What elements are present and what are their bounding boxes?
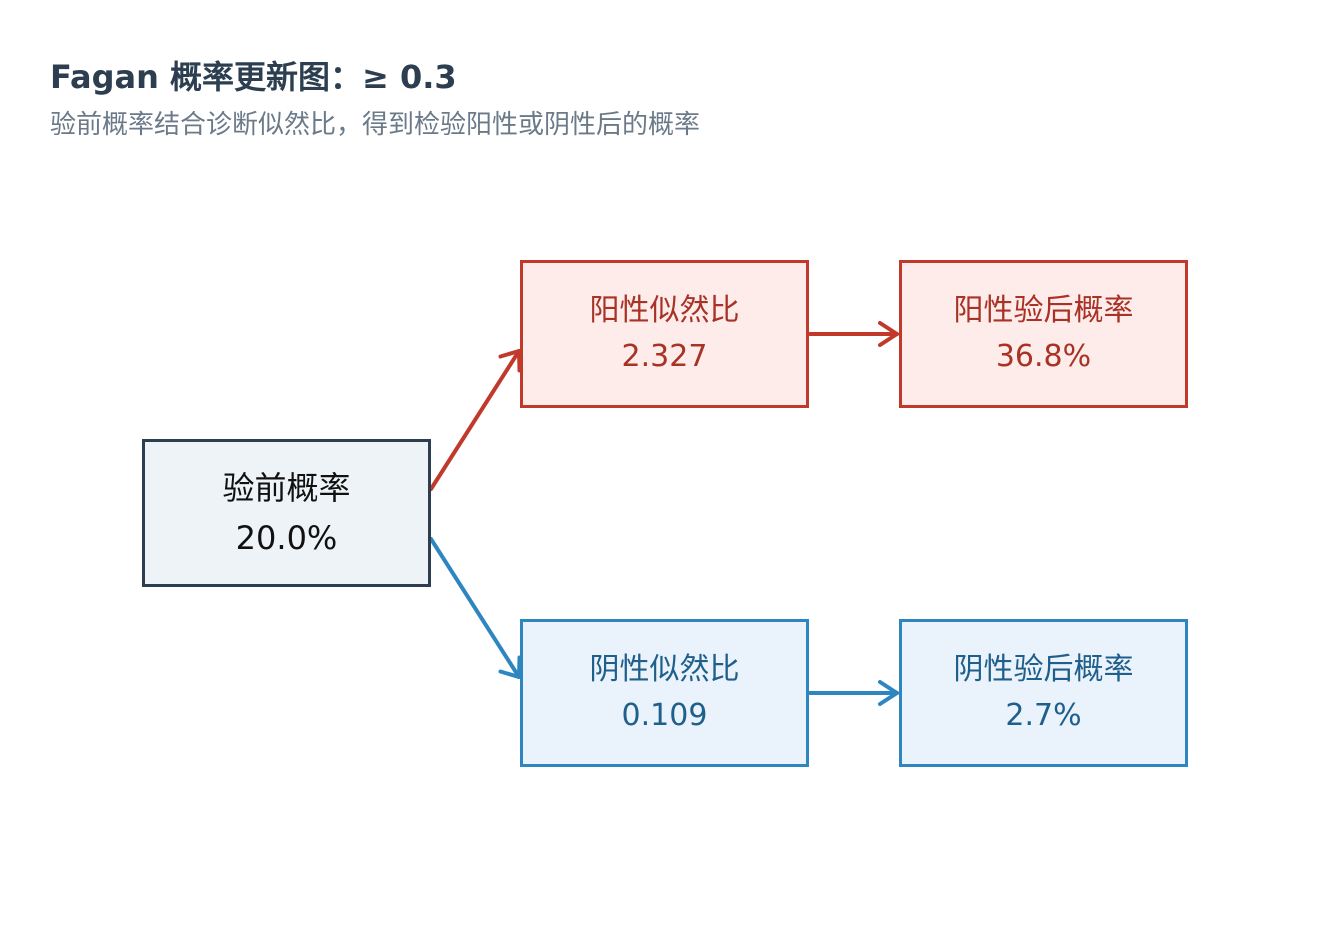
positive-posttest-probability-label: 阳性验后概率 — [953, 293, 1134, 328]
negative-posttest-probability-node: 阴性验后概率 2.7% — [899, 619, 1188, 767]
prior-probability-value: 20.0% — [235, 519, 338, 557]
positive-posttest-probability-value: 36.8% — [995, 339, 1092, 374]
negative-posttest-probability-value: 2.7% — [1005, 698, 1082, 733]
negative-likelihood-ratio-node: 阴性似然比 0.109 — [520, 619, 809, 767]
prior-probability-label: 验前概率 — [222, 469, 351, 507]
positive-likelihood-ratio-value: 2.327 — [621, 339, 708, 374]
negative-posttest-probability-label: 阴性验后概率 — [953, 652, 1134, 687]
arrow-prior-to-positive-lr — [429, 349, 522, 491]
positive-posttest-probability-node: 阳性验后概率 36.8% — [899, 260, 1188, 408]
prior-probability-node: 验前概率 20.0% — [142, 439, 431, 587]
positive-likelihood-ratio-label: 阳性似然比 — [589, 293, 740, 328]
negative-likelihood-ratio-label: 阴性似然比 — [589, 652, 740, 687]
negative-likelihood-ratio-value: 0.109 — [621, 698, 708, 733]
page-subtitle: 验前概率结合诊断似然比，得到检验阳性或阴性后的概率 — [50, 110, 701, 140]
arrow-positive-lr-to-post — [808, 321, 899, 347]
arrow-negative-lr-to-post — [808, 680, 899, 706]
arrow-prior-to-negative-lr — [429, 537, 522, 679]
positive-likelihood-ratio-node: 阳性似然比 2.327 — [520, 260, 809, 408]
page-title: Fagan 概率更新图：≥ 0.3 — [50, 58, 457, 96]
